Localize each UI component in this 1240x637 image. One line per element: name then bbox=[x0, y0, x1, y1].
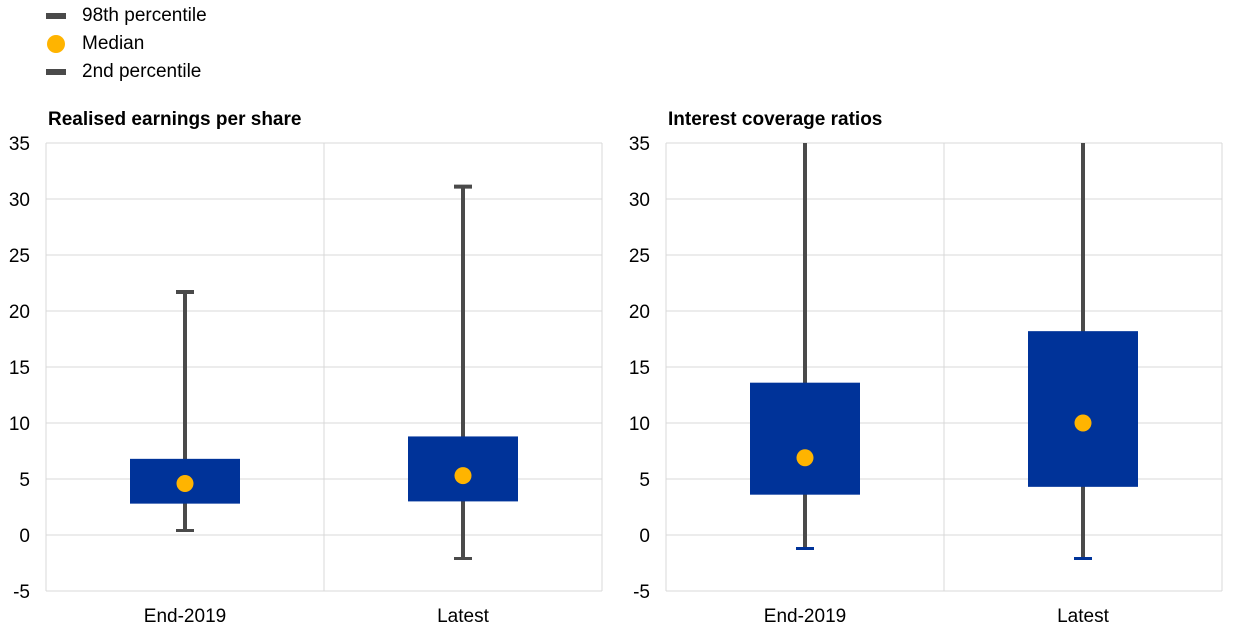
y-tick-label: 10 bbox=[9, 414, 30, 435]
whisker-cap-icon bbox=[46, 62, 66, 82]
median-dot bbox=[1074, 414, 1092, 432]
median-dot bbox=[176, 474, 194, 492]
y-tick-label: 25 bbox=[629, 246, 650, 267]
y-tick-label: 20 bbox=[9, 302, 30, 323]
y-tick-label: 30 bbox=[629, 190, 650, 211]
chart-panel: Interest coverage ratios -5 0 5 10 15 20 25 30 35… bbox=[629, 109, 1223, 627]
legend-label: 98th percentile bbox=[82, 5, 207, 26]
x-tick-label: Latest bbox=[437, 606, 489, 627]
y-tick-label: 30 bbox=[9, 190, 30, 211]
median-dot bbox=[796, 449, 814, 467]
y-tick-label: 15 bbox=[9, 358, 30, 379]
legend-label: 2nd percentile bbox=[82, 61, 202, 82]
chart-panel: Realised earnings per share -5 0 5 10 15 20 25 3… bbox=[9, 109, 603, 627]
y-tick-label: -5 bbox=[13, 582, 30, 603]
legend-item-98th-percentile: 98th percentile bbox=[46, 2, 207, 30]
legend-item-2nd-percentile: 2nd percentile bbox=[46, 58, 207, 86]
median-dot-icon bbox=[46, 34, 66, 54]
legend-label: Median bbox=[82, 33, 145, 54]
y-tick-label: 0 bbox=[19, 526, 30, 547]
whisker-cap-icon bbox=[46, 6, 66, 26]
x-tick-label: Latest bbox=[1057, 606, 1109, 627]
y-tick-label: 10 bbox=[629, 414, 650, 435]
chart-title: Realised earnings per share bbox=[48, 109, 301, 130]
y-tick-label: 25 bbox=[9, 246, 30, 267]
box-group bbox=[130, 289, 240, 533]
y-tick-label: 20 bbox=[629, 302, 650, 323]
box-group bbox=[750, 143, 860, 550]
y-tick-label: 35 bbox=[629, 134, 650, 155]
box-group bbox=[408, 184, 518, 561]
box-group bbox=[1028, 143, 1138, 561]
legend: 98th percentile Median 2nd percentile bbox=[46, 2, 207, 86]
median-dot bbox=[454, 467, 472, 485]
y-tick-label: 0 bbox=[639, 526, 650, 547]
y-tick-label: 5 bbox=[19, 470, 30, 491]
x-tick-label: End-2019 bbox=[144, 606, 226, 627]
y-tick-label: -5 bbox=[633, 582, 650, 603]
y-tick-label: 35 bbox=[9, 134, 30, 155]
y-tick-label: 5 bbox=[639, 470, 650, 491]
iqr-box bbox=[750, 382, 860, 495]
chart-title: Interest coverage ratios bbox=[668, 109, 882, 130]
iqr-box bbox=[1028, 331, 1138, 487]
legend-item-median: Median bbox=[46, 30, 207, 58]
y-tick-label: 15 bbox=[629, 358, 650, 379]
x-tick-label: End-2019 bbox=[764, 606, 846, 627]
